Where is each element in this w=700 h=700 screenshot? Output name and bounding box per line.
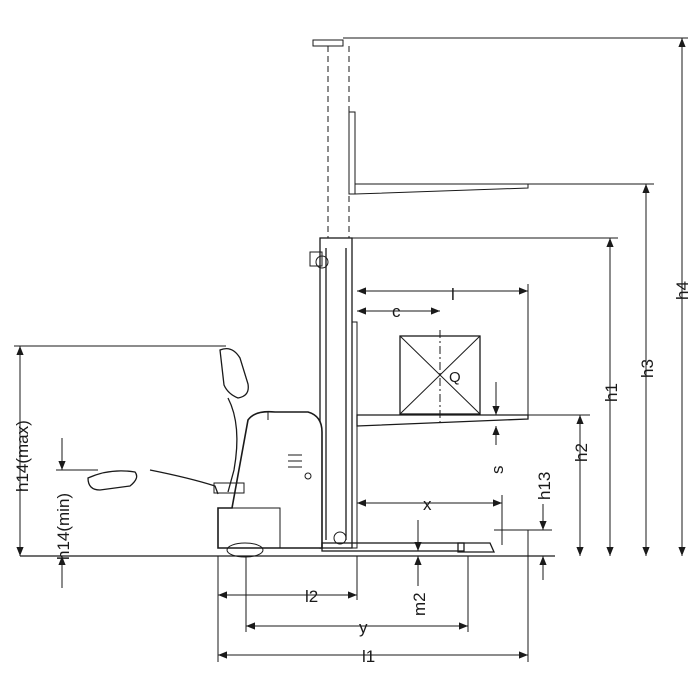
fork: [356, 414, 529, 427]
svg-text:c: c: [392, 302, 401, 321]
dimension-l1: l1: [218, 530, 529, 666]
svg-text:h14(max): h14(max): [13, 420, 32, 492]
load-wheel: [457, 542, 496, 553]
svg-text:l1: l1: [362, 647, 375, 666]
dimension-l: l: [357, 284, 529, 415]
load-label: Q: [449, 369, 461, 386]
svg-text:m2: m2: [410, 592, 429, 616]
dimension-c: c: [357, 302, 440, 321]
svg-text:x: x: [423, 495, 432, 514]
dimension-h13: h13: [495, 472, 554, 580]
battery-cover: [217, 507, 281, 549]
dimension-h14-min: h14(min): [54, 438, 98, 588]
truck-housing: [217, 410, 323, 549]
dimension-h1: h1: [352, 237, 621, 556]
dimension-y: y: [245, 556, 469, 637]
base-leg: [321, 529, 528, 553]
svg-text:h13: h13: [535, 472, 554, 500]
dimension-h14-max: h14(max): [13, 345, 226, 556]
vent-grille: [288, 454, 302, 468]
svg-text:l: l: [451, 285, 455, 304]
dimension-h3: h3: [528, 183, 657, 556]
svg-text:h3: h3: [638, 359, 657, 378]
svg-text:s: s: [488, 466, 507, 475]
raised-carriage: [348, 111, 356, 195]
svg-text:h14(min): h14(min): [54, 493, 73, 560]
mast: [309, 237, 358, 549]
fork-and-load: Q: [356, 330, 529, 427]
tiller-pivot: [213, 482, 245, 494]
dimension-m2: m2: [410, 520, 429, 616]
tiller-arm: [227, 397, 238, 493]
dimension-h4: h4: [343, 37, 692, 556]
base-leg-bar: [321, 542, 465, 552]
control-knob: [304, 472, 312, 480]
svg-text:y: y: [359, 618, 368, 637]
mast-frame: [319, 237, 353, 549]
truck-body: [87, 347, 323, 558]
drive-wheel: [226, 542, 264, 558]
dimension-l2: l2: [217, 556, 358, 662]
fork-carriage: [351, 321, 358, 549]
dimension-x: x: [356, 426, 503, 545]
raised-fork: [354, 183, 529, 195]
tiller-head-raised: [219, 347, 249, 399]
svg-text:l2: l2: [305, 587, 318, 606]
dimension-s: s: [488, 382, 507, 474]
tiller-head-lowered: [87, 470, 138, 491]
tiller-arm-lowered: [149, 469, 219, 495]
raised-mast: [312, 39, 529, 238]
svg-text:h1: h1: [602, 383, 621, 402]
dimension-h2: h2: [528, 414, 591, 556]
raised-mast-top: [312, 39, 344, 47]
svg-text:h4: h4: [673, 281, 692, 300]
svg-text:h2: h2: [572, 443, 591, 462]
